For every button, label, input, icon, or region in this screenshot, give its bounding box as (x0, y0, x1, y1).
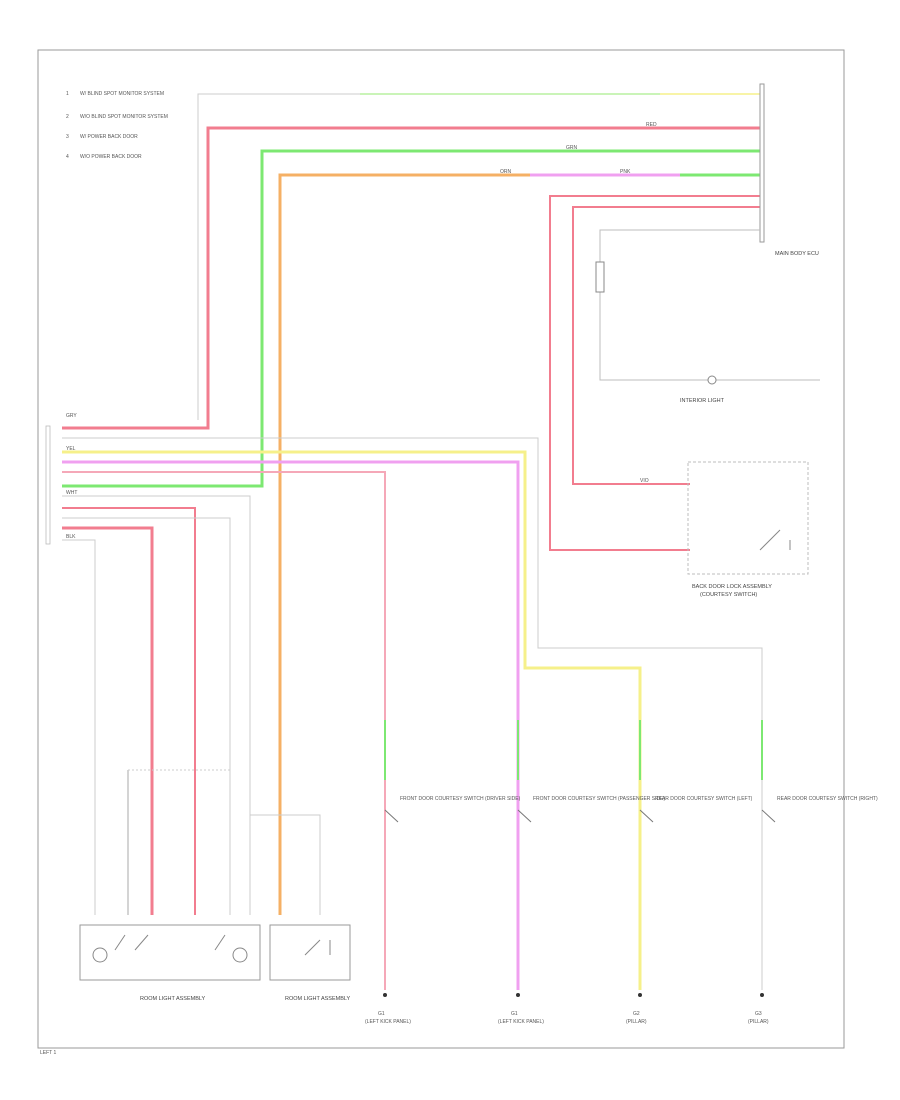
legend-text-3: W/ POWER BACK DOOR (80, 134, 138, 140)
room-light-left-switches (114, 934, 226, 951)
wire-red-door-lock-2 (572, 206, 760, 485)
wire-gray-left-3 (62, 539, 96, 915)
wire-orange-main (278, 173, 530, 915)
wire-gray-left-1 (62, 495, 251, 915)
door-lock-assembly-box (687, 461, 809, 575)
door-switch-3-ground-sub: (PILLAR) (626, 1019, 647, 1025)
interior-light-label: INTERIOR LIGHT (680, 398, 725, 404)
door-switch-1: FRONT DOOR COURTESY SWITCH (DRIVER SIDE)… (365, 796, 521, 1025)
room-light-right-switch (304, 939, 331, 956)
wire-green-main (62, 149, 760, 488)
tag-blk: BLK (66, 534, 76, 540)
room-light-left-bulb-2 (232, 947, 248, 963)
tag-grn: GRN (566, 145, 578, 151)
door-switch-3-ground: G2 (633, 1011, 640, 1017)
wire-gray-left-6 (250, 814, 321, 915)
door-switch-4-label: REAR DOOR COURTESY SWITCH (RIGHT) (777, 796, 878, 802)
room-light-left-label: ROOM LIGHT ASSEMBLY (140, 996, 206, 1002)
room-light-right-box (269, 924, 351, 981)
wire-pink-front-pass (62, 460, 520, 990)
tag-vio: VIO (640, 478, 649, 484)
wire-tags: RED GRN ORN PNK GRY YEL WHT BLK VIO (66, 122, 657, 540)
legend: 1 W/ BLIND SPOT MONITOR SYSTEM 2 W/O BLI… (66, 91, 168, 160)
tag-red: RED (646, 122, 657, 128)
legend-num-2: 2 (66, 114, 69, 120)
tag-yel: YEL (66, 446, 76, 452)
wire-top-gray (197, 93, 760, 420)
door-switch-4: REAR DOOR COURTESY SWITCH (RIGHT) G3 (PI… (748, 796, 878, 1025)
legend-text-1: W/ BLIND SPOT MONITOR SYSTEM (80, 91, 164, 97)
interior-light-fuse (595, 261, 605, 293)
diagram-border (37, 49, 845, 1049)
door-lock-sublabel: (COURTESY SWITCH) (700, 592, 757, 598)
door-switch-4-ground: G3 (755, 1011, 762, 1017)
legend-text-4: W/O POWER BACK DOOR (80, 154, 142, 160)
door-switch-1-ground-sub: (LEFT KICK PANEL) (365, 1019, 411, 1025)
main-body-label: MAIN BODY ECU (775, 251, 819, 257)
tag-pnk: PNK (620, 169, 631, 175)
door-switch-4-ground-sub: (PILLAR) (748, 1019, 769, 1025)
wire-red-left-2 (62, 507, 196, 915)
room-light-right-label: ROOM LIGHT ASSEMBLY (285, 996, 351, 1002)
door-lock-switch (759, 529, 791, 551)
tag-orn: ORN (500, 169, 512, 175)
wire-red-door-lock-1 (549, 195, 760, 551)
door-switch-1-ground: G1 (378, 1011, 385, 1017)
door-switch-1-label: FRONT DOOR COURTESY SWITCH (DRIVER SIDE) (400, 796, 521, 802)
footer-label: LEFT 1 (40, 1050, 57, 1056)
legend-num-4: 4 (66, 154, 69, 160)
legend-text-2: W/O BLIND SPOT MONITOR SYSTEM (80, 114, 168, 120)
door-switch-2-ground: G1 (511, 1011, 518, 1017)
wire-yellow-rear-left (62, 450, 642, 990)
wire-red-main (62, 126, 760, 430)
room-light-left-box (79, 924, 261, 981)
door-lock-label: BACK DOOR LOCK ASSEMBLY (692, 584, 772, 590)
wire-pink-front-driver (62, 471, 386, 990)
door-switch-3: REAR DOOR COURTESY SWITCH (LEFT) G2 (PIL… (626, 796, 753, 1025)
tag-gry: GRY (66, 413, 77, 419)
wire-gray-pnk-1 (62, 437, 763, 990)
legend-num-1: 1 (66, 91, 69, 97)
wire-red-left-3 (62, 526, 154, 915)
door-switch-2-ground-sub: (LEFT KICK PANEL) (498, 1019, 544, 1025)
left-bundle-pins (45, 425, 51, 545)
legend-num-3: 3 (66, 134, 69, 140)
room-light-left-bulb-1 (92, 947, 108, 963)
interior-light-bulb (707, 375, 717, 385)
door-switch-2-label: FRONT DOOR COURTESY SWITCH (PASSENGER SI… (533, 796, 665, 802)
tag-wht: WHT (66, 490, 77, 496)
door-switch-3-label: REAR DOOR COURTESY SWITCH (LEFT) (655, 796, 753, 802)
wire-gray-left-2 (62, 517, 231, 915)
main-body-connector (759, 83, 765, 243)
door-switch-2: FRONT DOOR COURTESY SWITCH (PASSENGER SI… (498, 796, 665, 1025)
